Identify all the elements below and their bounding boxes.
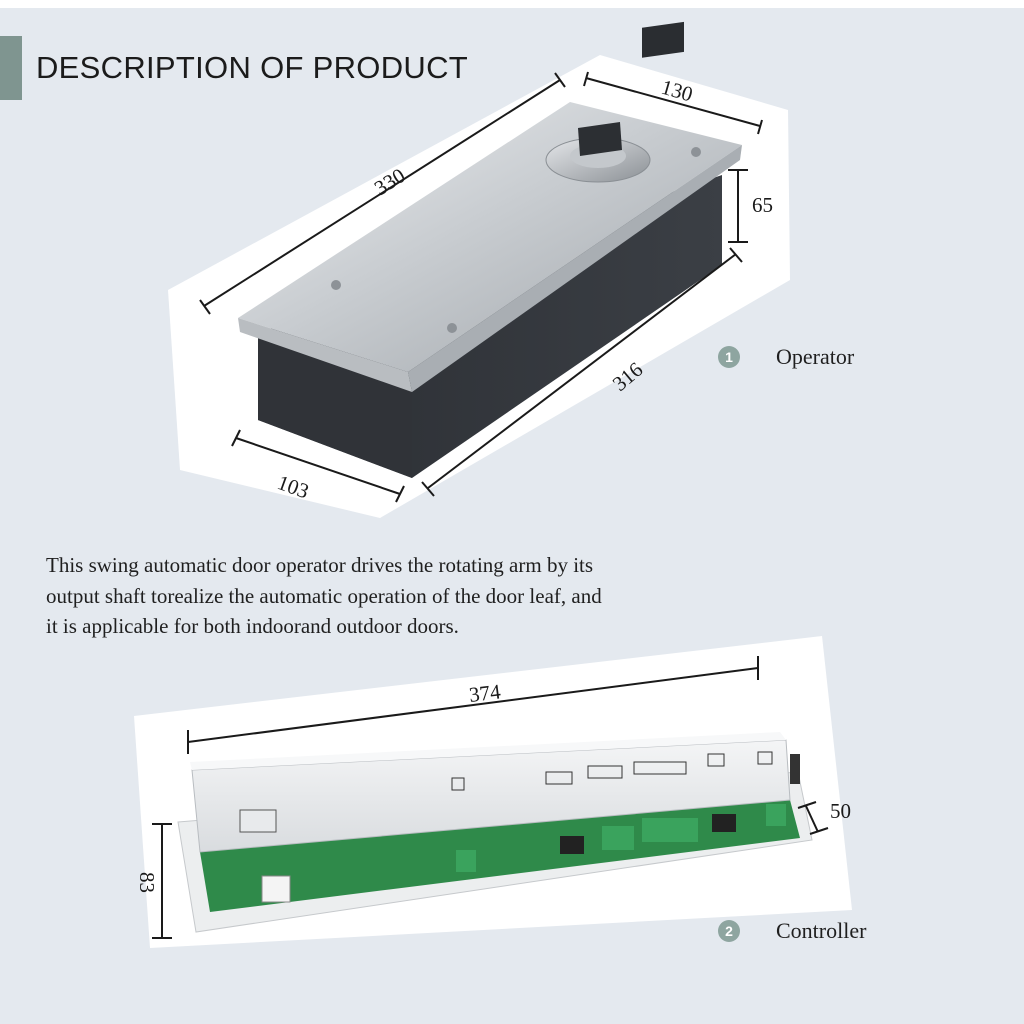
- dim-line-316: [427, 253, 737, 489]
- dim-label-50: 50: [830, 799, 851, 823]
- dim-label-83: 83: [135, 872, 159, 893]
- dim-tick: [554, 72, 566, 88]
- operator-label-text: Operator: [776, 344, 855, 369]
- terminal-block: [456, 850, 476, 872]
- controller-label: 2 Controller: [718, 918, 866, 944]
- controller-figure: 374 83 50: [134, 636, 852, 948]
- connector: [712, 814, 736, 832]
- operator-sensor-window: [642, 21, 684, 58]
- dim-tick: [797, 801, 817, 809]
- operator-figure: 330 130 65 316 103: [168, 21, 790, 518]
- operator-plate-side-edge: [408, 145, 742, 392]
- dim-tick: [757, 119, 763, 135]
- dim-tick: [395, 485, 405, 503]
- controller-label-text: Controller: [776, 918, 867, 943]
- dim-line-103: [235, 437, 401, 495]
- top-band: [0, 0, 1024, 8]
- page-title: DESCRIPTION OF PRODUCT: [36, 50, 469, 85]
- screw-icon: [331, 280, 341, 290]
- operator-label: 1 Operator: [718, 344, 854, 370]
- dim-tick: [231, 429, 241, 447]
- operator-housing-front: [258, 333, 412, 478]
- panel-marking: [545, 771, 573, 785]
- panel-marking: [707, 753, 725, 767]
- output-shaft-spindle: [578, 122, 622, 156]
- dim-label-374: 374: [468, 679, 503, 707]
- dim-line-50: [805, 805, 819, 833]
- dim-label-65: 65: [752, 193, 773, 217]
- terminal-block: [766, 804, 786, 826]
- side-connector: [790, 754, 800, 784]
- controller-housing-top: [190, 732, 786, 770]
- terminal-block: [602, 826, 634, 850]
- connector: [560, 836, 584, 854]
- dim-line-374: [187, 667, 759, 743]
- title-accent-bar: [0, 36, 22, 100]
- dim-tick: [583, 71, 589, 87]
- panel-marking: [757, 751, 773, 765]
- dim-tick: [729, 247, 743, 263]
- panel-marking: [587, 765, 623, 779]
- panel-marking: [633, 761, 687, 775]
- dim-line-330: [203, 79, 561, 307]
- dim-tick: [809, 827, 829, 835]
- product-description: This swing automatic door operator drive…: [46, 553, 602, 638]
- dim-line-130: [585, 77, 761, 127]
- number-badge-icon: 2: [718, 920, 740, 942]
- power-terminal: [261, 875, 291, 903]
- screw-icon: [691, 147, 701, 157]
- terminal-block: [642, 818, 698, 842]
- dim-tick: [421, 481, 435, 497]
- panel-marking: [451, 777, 465, 791]
- operator-plate-edge: [238, 318, 412, 392]
- terminal-block: [239, 809, 277, 833]
- screw-icon: [447, 323, 457, 333]
- number-badge-icon: 1: [718, 346, 740, 368]
- dim-tick: [199, 299, 211, 315]
